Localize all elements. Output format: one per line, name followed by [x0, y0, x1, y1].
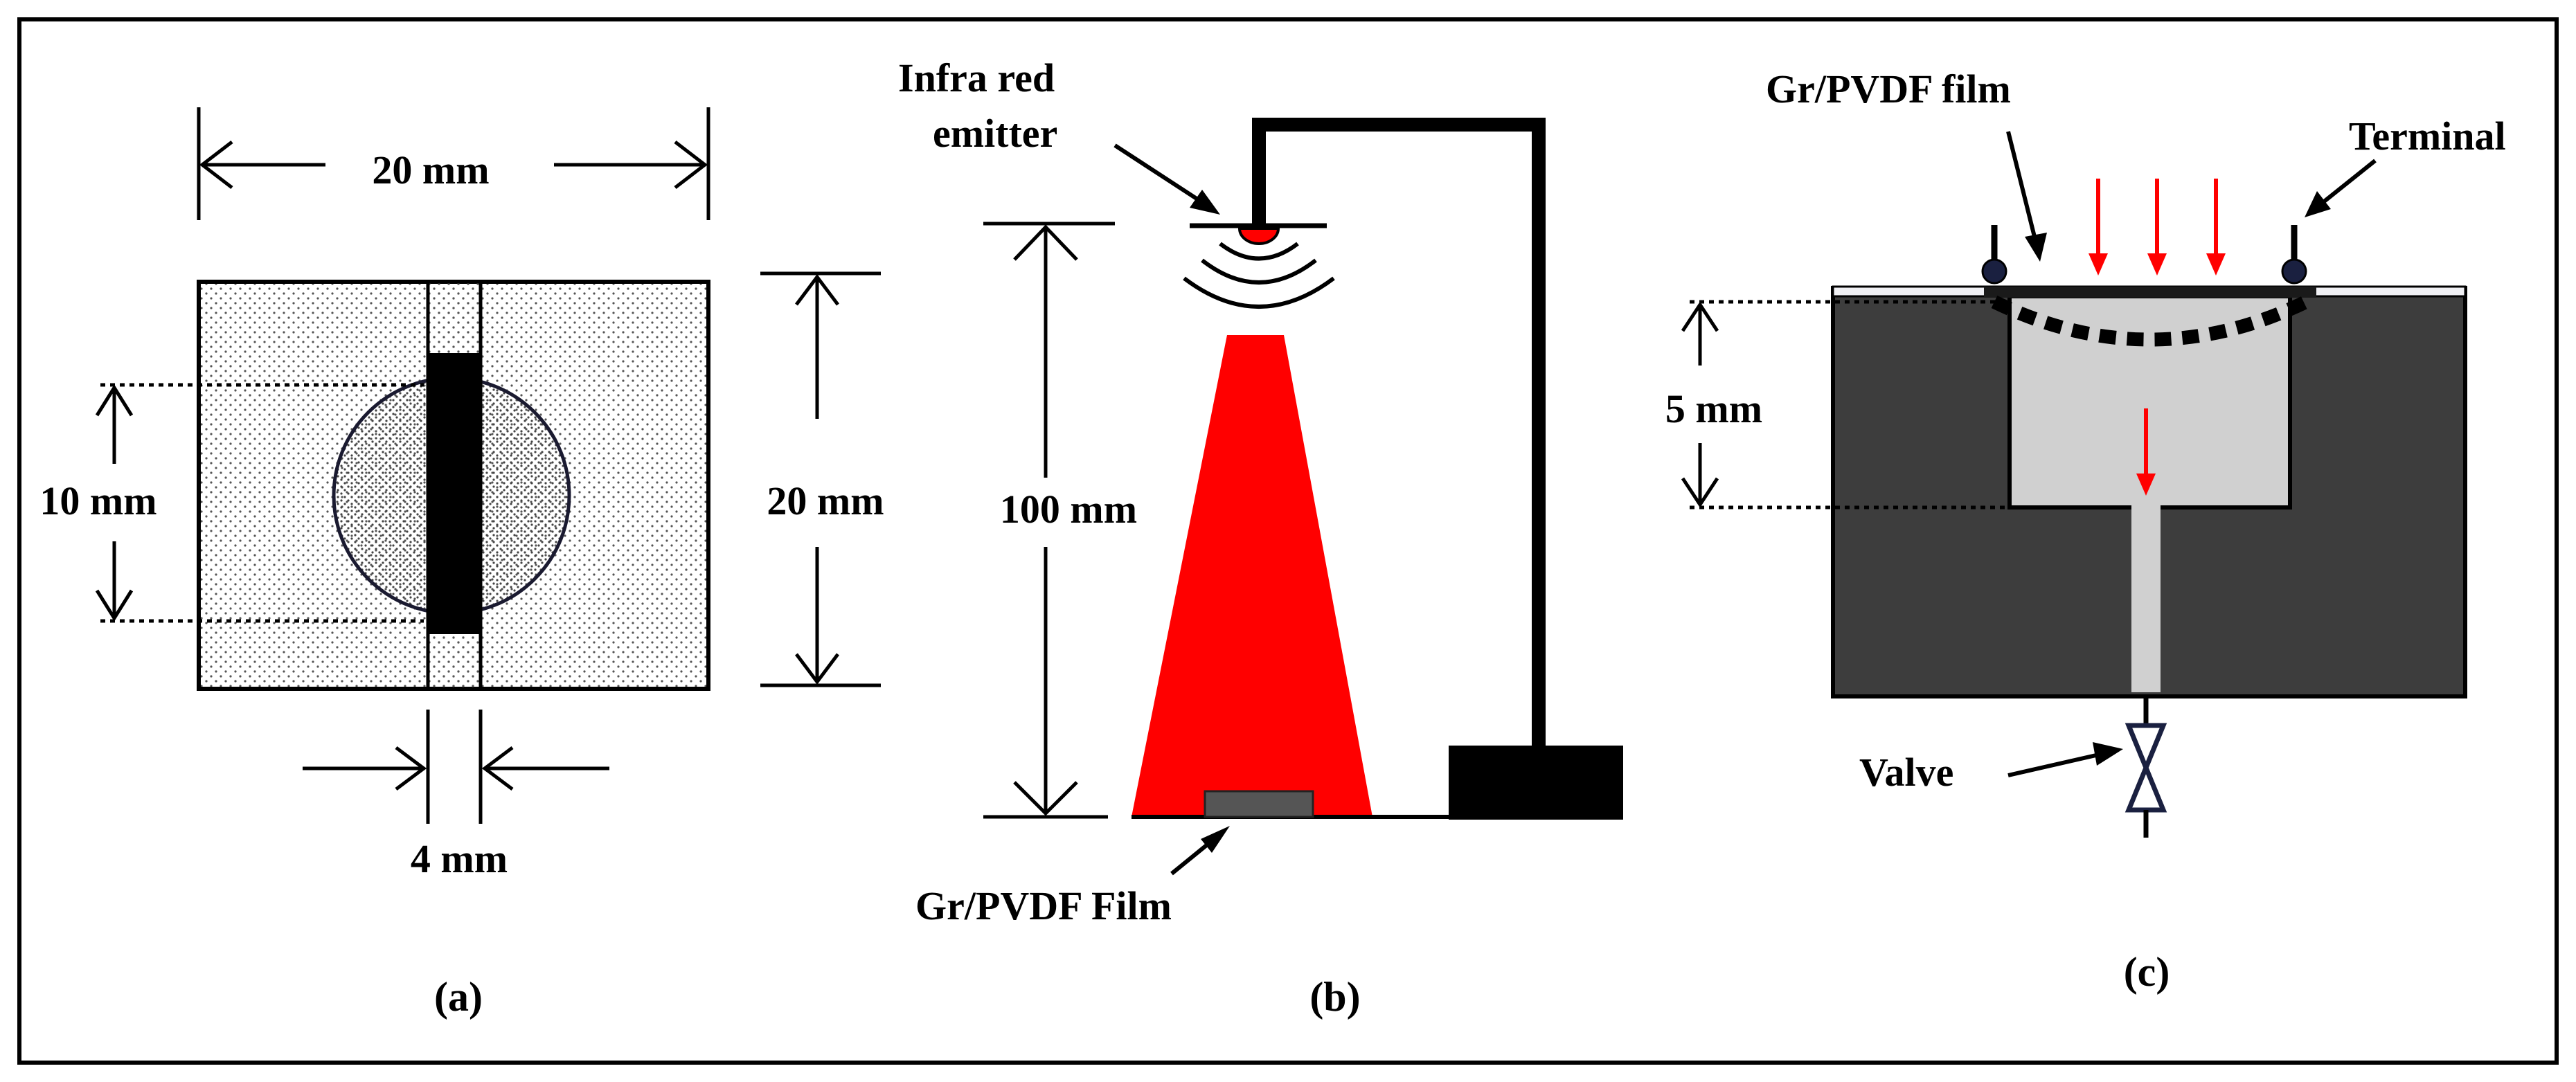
- caption-b: (b): [1309, 974, 1360, 1020]
- graphene-strip: [428, 353, 481, 634]
- film-layer: [1984, 287, 2316, 298]
- distance-label: 100 mm: [1000, 487, 1137, 532]
- caption-c: (c): [2124, 949, 2170, 995]
- valve-body: [2125, 723, 2167, 813]
- panel-c: Valve 5 mm Gr/PVDF film Terminal (c): [1665, 66, 2506, 995]
- film-label-b: Gr/PVDF Film: [915, 883, 1172, 928]
- height-label: 20 mm: [767, 478, 884, 523]
- film-label-c: Gr/PVDF film: [1766, 66, 2011, 111]
- height-arrowhead-down: [795, 653, 839, 685]
- distance-arrowhead-down: [1013, 781, 1078, 816]
- circle-dim-arrowhead-down: [95, 589, 134, 622]
- stand-base: [1449, 746, 1623, 820]
- depth-arrowhead-up: [1681, 301, 1719, 332]
- circle-dim-arrowhead-up: [95, 384, 134, 417]
- ir-wave-1: [1219, 242, 1299, 261]
- circle-diameter-label: 10 mm: [39, 478, 156, 523]
- ir-wave-3: [1183, 276, 1335, 309]
- panel-b: 100 mm Infra red emitter Gr/PVDF Film (b…: [898, 55, 1623, 1020]
- ir-wave-2: [1201, 258, 1317, 285]
- emitter-label-line2: emitter: [933, 111, 1057, 156]
- width-arrowhead-left: [199, 141, 233, 189]
- film-label-pointer: [2006, 131, 2038, 243]
- film-label-pointer-head: [2025, 233, 2047, 262]
- valve-label: Valve: [1859, 750, 1953, 795]
- width-arrowhead-right: [674, 141, 708, 189]
- terminal-right-dot: [2281, 258, 2307, 285]
- terminal-pointer-head: [2305, 191, 2331, 217]
- emitter-bulb: [1237, 227, 1280, 245]
- strip-arrowhead-left: [395, 746, 427, 791]
- film-deflection: [1991, 295, 2309, 347]
- panel-a: 20 mm 10 mm 20 mm 4 mm (a): [39, 107, 884, 1020]
- emitter-pointer: [1113, 143, 1212, 210]
- terminal-left-dot: [1981, 258, 2007, 285]
- depth-arrowhead-down: [1681, 477, 1719, 508]
- figure-border: [17, 17, 2559, 1065]
- strip-width-label: 4 mm: [411, 836, 508, 881]
- flow-arrow: [2136, 408, 2156, 496]
- ir-beam: [1132, 335, 1372, 817]
- height-arrowhead-up: [795, 273, 839, 306]
- outlet-channel: [2131, 505, 2161, 692]
- width-label: 20 mm: [372, 147, 489, 192]
- caption-a: (a): [434, 974, 483, 1020]
- distance-arrowhead-up: [1013, 224, 1078, 261]
- valve-pointer: [2007, 751, 2106, 777]
- terminal-pointer: [2318, 159, 2377, 207]
- emitter-pointer-head: [1190, 190, 1220, 215]
- emitter-label-line1: Infra red: [898, 55, 1055, 100]
- film-sample: [1204, 790, 1314, 818]
- depth-label: 5 mm: [1665, 386, 1762, 431]
- valve-pointer-head: [2093, 742, 2123, 766]
- strip-arrowhead-right: [481, 746, 514, 791]
- film-pointer-head: [1201, 826, 1230, 853]
- terminal-label: Terminal: [2349, 114, 2506, 159]
- pressure-arrows: [2088, 179, 2226, 276]
